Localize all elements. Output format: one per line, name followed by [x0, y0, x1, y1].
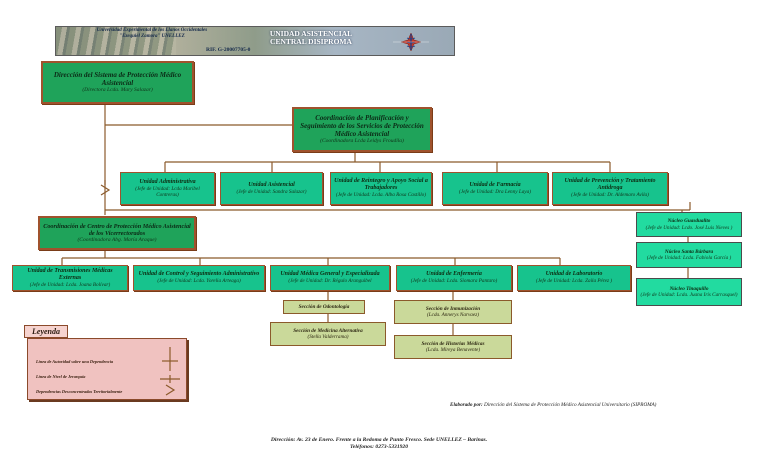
unit-subtitle: (Jefe de Unidad: Sandra Salazar): [236, 188, 307, 195]
unit-subtitle: (Jefe de Unidad: Lcda Maribel Contreras): [135, 185, 200, 198]
nucleo-title: Núcleo Guasdualito: [667, 218, 711, 225]
seccion-odontologia-box: Sección de Odontología: [283, 300, 365, 314]
nucleo-subtitle: (Jefe de Unidad: Lcda. Fabiola García ): [646, 255, 732, 261]
unit-farmacia-box: Unidad de Farmacia (Jefe de Unidad: Dra …: [442, 172, 548, 205]
center-title: Coordinación de Centro de Protección Méd…: [43, 222, 191, 237]
unit-enfermeria-box: Unidad de Enfermería (Jefe de Unidad: Lc…: [396, 265, 512, 291]
unit-control-box: Unidad de Control y Seguimiento Administ…: [133, 265, 265, 291]
center-unit-subtitle: (Jefe de Unidad: Lcda. Yorelia Arteaga): [157, 278, 241, 285]
unit-subtitle: (Jefe de Unidad: Dr. Aldemaro Avila): [571, 192, 649, 199]
center-unit-title: Unidad Médica General y Especializada: [280, 271, 380, 278]
unit-asistencial-box: Unidad Asistencial (Jefe de Unidad: Sand…: [220, 172, 323, 205]
seccion-historias-box: Sección de Historias Médicas (Lcda. Mire…: [394, 335, 512, 359]
legend-title: Leyenda: [24, 325, 68, 338]
coordination-subtitle: (Coordinadora Lcda Leidys Froudila): [320, 138, 404, 145]
center-unit-subtitle: (Jefe de Unidad: Lcda. Siomara Pantaro): [410, 278, 498, 285]
unit-subtitle: (Jefe de Unidad: Lcda. Alba Rosa Castill…: [336, 192, 426, 199]
section-subtitle: (Lcda. Mireya Benavente): [425, 347, 481, 353]
unit-title: Unidad de Farmacia: [469, 181, 521, 188]
nucleo-guasdualito-box: Núcleo Guasdualito (Jefe de Unidad: Lcdo…: [636, 212, 742, 237]
footer: Dirección: Av. 23 de Enero. Frente a la …: [0, 437, 758, 451]
nucleo-subtitle: (Jefe de Unidad: Lcda. Juana Iris Carras…: [640, 292, 738, 298]
center-unit-subtitle: (Jefe de Unidad: Dr. Régulo Aranguibel: [288, 278, 372, 285]
section-subtitle: (Stella Valderrama): [307, 334, 349, 340]
center-unit-title: Unidad de Transmisiones Médicas Externas: [27, 267, 113, 281]
center-unit-title: Unidad de Laboratorio: [545, 271, 603, 278]
direction-box: Dirección del Sistema de Protección Médi…: [41, 61, 194, 104]
unit-name: UNIDAD ASISTENCIAL CENTRAL DISIPROMA: [269, 29, 353, 46]
center-unit-subtitle: (Jefe de Unidad: Lcda. Zaila Pérez ): [535, 278, 613, 285]
unit-transmisiones-box: Unidad de Transmisiones Médicas Externas…: [12, 265, 128, 291]
section-title: Sección de Odontología: [298, 303, 350, 310]
seccion-medicina-alternativa-box: Sección de Medicina Alternativa (Stella …: [270, 322, 386, 346]
footer-phone: Teléfonos: 0273-5331920: [349, 444, 409, 450]
unit-administrativa-box: Unidad Administrativa (Jefe de Unidad: L…: [120, 172, 215, 205]
unit-title: Unidad de Reintegro y Apoyo Social a Tra…: [334, 178, 428, 192]
unit-subtitle: (Jefe de Unidad: Dra Lenny Laya): [459, 188, 531, 195]
university-name: Universidad Experimental de los Llanos O…: [96, 28, 208, 39]
section-subtitle: (Lcda. Annerys Narvaez): [427, 312, 479, 318]
legend-box: Línea de Autoridad sobre una Dependencia…: [27, 338, 187, 400]
rif-number: RIF. G-20007705-0: [206, 47, 251, 53]
coordination-title: Coordinación de Planificación y Seguimie…: [300, 114, 424, 139]
section-title: Sección de Inmunización: [425, 305, 481, 312]
unit-title: Unidad de Prevención y Tratamiento Antid…: [564, 178, 656, 192]
nucleo-tinaquillo-box: Núcleo Tinaquillo (Jefe de Unidad: Lcda.…: [636, 278, 742, 306]
nucleo-title: Núcleo Tinaquillo: [669, 285, 709, 292]
coordination-box: Coordinación de Planificación y Seguimie…: [292, 107, 432, 152]
elaborado-por: Elaborado por: Dirección del Sistema de …: [450, 402, 656, 408]
nucleo-subtitle: (Jefe de Unidad: Lcdo. José Luis Nieves …: [645, 224, 733, 231]
elaborado-text: Dirección del Sistema de Protección Médi…: [484, 402, 657, 408]
center-unit-title: Unidad de Enfermería: [426, 271, 482, 278]
center-coordination-box: Coordinación de Centro de Protección Méd…: [38, 216, 196, 250]
section-title: Sección de Medicina Alternativa: [293, 327, 363, 334]
direction-subtitle: (Directora Lcda. Mary Salazar): [82, 87, 153, 94]
legend-item-deconcentrated: Dependencias Desconcentradas Territorial…: [36, 389, 123, 394]
section-title: Sección de Historias Médicas: [421, 340, 485, 347]
center-unit-title: Unidad de Control y Seguimiento Administ…: [138, 271, 260, 278]
direction-title: Dirección del Sistema de Protección Médi…: [53, 71, 182, 88]
center-subtitle: (Coordinadora Abg. María Araque): [77, 236, 157, 243]
unit-laboratorio-box: Unidad de Laboratorio (Jefe de Unidad: L…: [517, 265, 631, 291]
unit-antidroga-box: Unidad de Prevención y Tratamiento Antid…: [552, 172, 668, 205]
header-banner: Universidad Experimental de los Llanos O…: [55, 26, 455, 56]
nucleo-santa-barbara-box: Núcleo Santa Bárbara (Jefe de Unidad: Lc…: [636, 242, 742, 268]
unit-reintegro-box: Unidad de Reintegro y Apoyo Social a Tra…: [330, 172, 432, 205]
unit-title: Unidad Asistencial: [248, 181, 295, 188]
elaborado-label: Elaborado por:: [450, 402, 483, 408]
campus-photo: [56, 27, 176, 55]
legend-line-symbols: [160, 347, 180, 396]
nucleo-title: Núcleo Santa Bárbara: [664, 248, 714, 255]
caduceus-star-icon: [381, 29, 441, 55]
legend-item-hierarchy: Línea de Nivel de Jerarquía: [36, 374, 86, 379]
legend-item-authority: Línea de Autoridad sobre una Dependencia: [36, 359, 114, 364]
center-unit-subtitle: (Jefe de Unidad: Lcda. Joana Bolívar): [29, 281, 111, 288]
unit-medica-box: Unidad Médica General y Especializada (J…: [270, 265, 390, 291]
unit-title: Unidad Administrativa: [139, 178, 196, 185]
footer-address: Dirección: Av. 23 de Enero. Frente a la …: [270, 437, 488, 443]
seccion-inmunizacion-box: Sección de Inmunización (Lcda. Annerys N…: [394, 300, 512, 324]
